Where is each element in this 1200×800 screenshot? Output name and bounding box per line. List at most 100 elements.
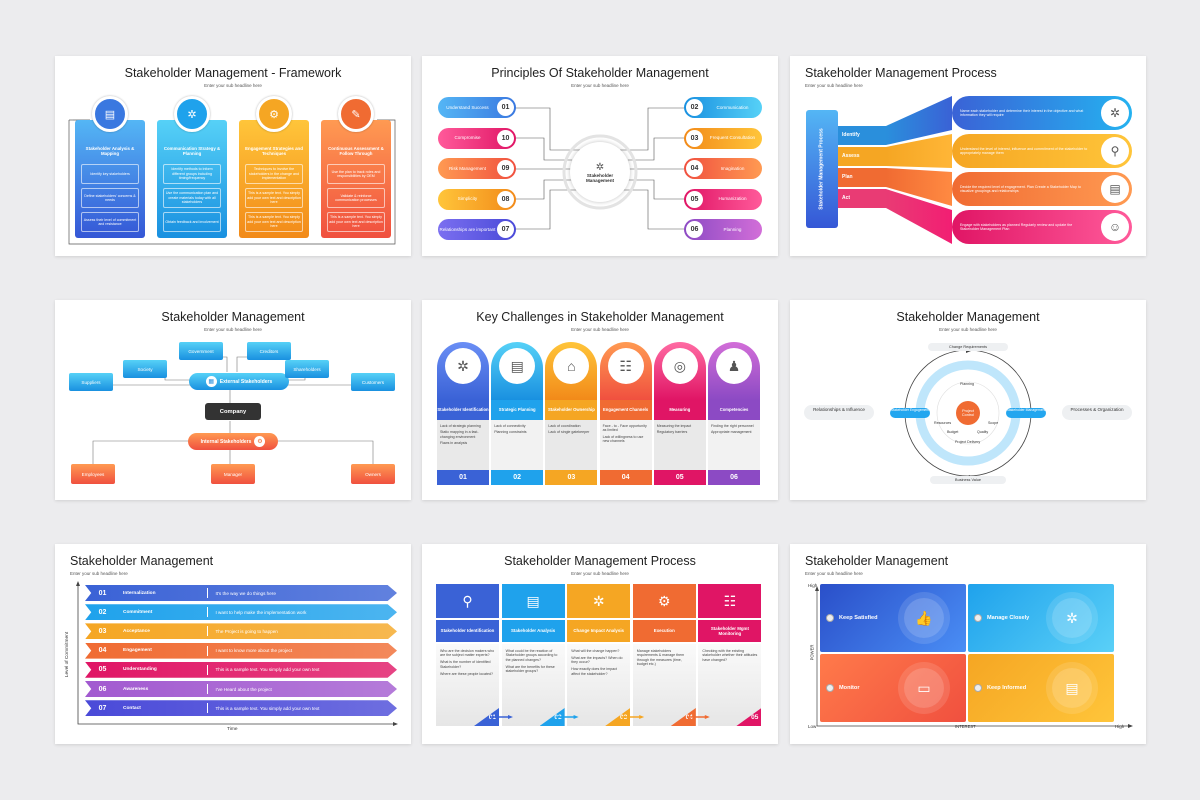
- principle-number: 10: [497, 129, 514, 147]
- step-description: Decide the required level of engagement.…: [952, 172, 1132, 206]
- slide-title: Stakeholder Management Process: [504, 554, 696, 568]
- challenge-heading: Measuring: [653, 400, 706, 420]
- column-item: This is a sample text. You simply add yo…: [245, 212, 303, 232]
- slide-title: Key Challenges in Stakeholder Management: [476, 310, 724, 324]
- funnel-shapes: [886, 96, 952, 244]
- process-icon-tile: ☷: [698, 584, 762, 618]
- challenge-item: Planning constraints: [494, 430, 527, 435]
- challenge-item: Regulatory barriers: [656, 430, 688, 435]
- process-body: Who are the decision makers who are the …: [436, 644, 499, 726]
- slide-subtitle: Enter your sub headline here: [571, 83, 629, 88]
- challenge-heading: Engagement Channels: [599, 400, 652, 420]
- column-heading: Communication Strategy & Planning: [163, 146, 221, 157]
- process-body: What will the change happen?What are the…: [567, 644, 631, 726]
- node-society: Society: [123, 360, 167, 378]
- challenge-icon: ⌂: [553, 348, 590, 384]
- node-creditors: Creditors: [247, 342, 291, 360]
- challenge-icon: ♟: [716, 348, 752, 384]
- slide-principles[interactable]: Principles Of Stakeholder Management Ent…: [422, 56, 778, 256]
- framework-column: [75, 120, 145, 238]
- process-heading: Execution: [632, 620, 696, 642]
- slide-key-challenges[interactable]: Key Challenges in Stakeholder Management…: [422, 300, 778, 500]
- slide-title: Stakeholder Management: [805, 554, 949, 568]
- quadrant-dot: [826, 684, 834, 692]
- column-heading: Engagement Strategies and Techniques: [245, 146, 303, 157]
- slide-project-control[interactable]: Stakeholder Management Enter your sub he…: [790, 300, 1146, 500]
- principles-connectors: [514, 107, 684, 230]
- row-text: This is a sample text. You simply add yo…: [215, 705, 320, 711]
- slide-process-funnel[interactable]: Stakeholder Management Process Enter you…: [790, 56, 1146, 256]
- slide-stakeholder-map[interactable]: Stakeholder Management Enter your sub he…: [55, 300, 411, 500]
- challenge-number: 04: [599, 470, 652, 485]
- step-tab: Plan: [838, 168, 886, 187]
- row-number: 07: [98, 704, 107, 712]
- slide-title: Principles Of Stakeholder Management: [491, 66, 709, 80]
- y-axis-label: Level of Commitment: [65, 631, 71, 678]
- row-label: Contact: [123, 705, 141, 711]
- row-divider: [207, 607, 208, 618]
- slide-subtitle: Enter your sub headline here: [204, 327, 262, 332]
- challenge-number: 03: [545, 470, 598, 485]
- node-government: Government: [179, 342, 223, 360]
- row-divider: [207, 588, 208, 598]
- quadrant-dot: [826, 614, 834, 622]
- quadrant-dot: [974, 684, 982, 692]
- slide-subtitle: Enter your sub headline here: [204, 83, 262, 88]
- challenge-icon: ◎: [661, 348, 698, 384]
- node-suppliers: Suppliers: [69, 373, 113, 391]
- slide-title: Stakeholder Management: [896, 310, 1040, 324]
- principle-number: 05: [686, 190, 703, 208]
- relationships-label: Relationships & Influence: [804, 405, 874, 420]
- process-item: Manage stakeholders requirements & manag…: [636, 649, 685, 667]
- interest-axis-label: INTEREST: [955, 724, 976, 729]
- slide-commitment-curve[interactable]: Stakeholder Management Enter your sub he…: [55, 544, 411, 744]
- node-owners: Owners: [351, 464, 395, 484]
- slide-framework[interactable]: Stakeholder Management - Framework Enter…: [55, 56, 411, 256]
- engagement-pill: Stakeholder Engagement: [890, 408, 930, 418]
- process-item: Checking with the existing stakeholder w…: [702, 649, 758, 662]
- process-item: Where are these people located?: [440, 671, 493, 676]
- node-manager: Manager: [211, 464, 255, 484]
- column-item: This is a sample text. You simply add yo…: [245, 188, 303, 208]
- column-heading: Continuous Assessment & Follow Through: [328, 146, 384, 157]
- principle-label: Risk Management: [448, 165, 487, 171]
- process-heading: Stakeholder Analysis: [501, 620, 565, 642]
- change-requirements-label: Change Requirements: [928, 343, 1008, 351]
- hub-label: Stakeholder Management: [585, 172, 615, 183]
- challenge-heading: Competencies: [708, 400, 760, 420]
- processes-label: Processes & Organization: [1062, 405, 1132, 420]
- principle-label: Understand Success: [446, 104, 489, 110]
- process-body: Manage stakeholders requirements & manag…: [632, 644, 696, 726]
- row-number: 06: [98, 685, 107, 693]
- slide-subtitle: Enter your sub headline here: [70, 571, 128, 576]
- power-axis-label: POWER: [809, 644, 815, 661]
- management-pill: Stakeholder Management: [1006, 408, 1046, 418]
- principle-number: 02: [686, 99, 703, 116]
- slide-power-interest[interactable]: Stakeholder Management Enter your sub he…: [790, 544, 1146, 744]
- principle-number: 03: [686, 129, 703, 147]
- slide-process-steps[interactable]: Stakeholder Management Process Enter you…: [422, 544, 778, 744]
- gears-icon: ⚙: [256, 96, 292, 132]
- challenge-item: Lack of single gatekeeper: [548, 430, 590, 435]
- principle-number: 01: [497, 99, 514, 116]
- step-description: Understand the level of interest, influe…: [952, 134, 1132, 168]
- external-stakeholders-pill: ▦ External Stakeholders: [189, 373, 289, 390]
- principle-number: 09: [497, 160, 514, 177]
- matrix-quadrant: Keep Informed▤: [968, 654, 1114, 722]
- row-label: Acceptance: [123, 628, 150, 634]
- challenge-item: Flaws in analysis: [440, 441, 468, 446]
- column-item: Identify methods to inform different gro…: [163, 164, 221, 184]
- process-item: What are the impacts? When do they occur…: [571, 655, 623, 665]
- quadrant-dot: [974, 614, 982, 622]
- internal-stakeholders-pill: Internal Stakeholders ⚙: [188, 433, 278, 450]
- process-item: What are the benefits for these stakehol…: [505, 664, 555, 674]
